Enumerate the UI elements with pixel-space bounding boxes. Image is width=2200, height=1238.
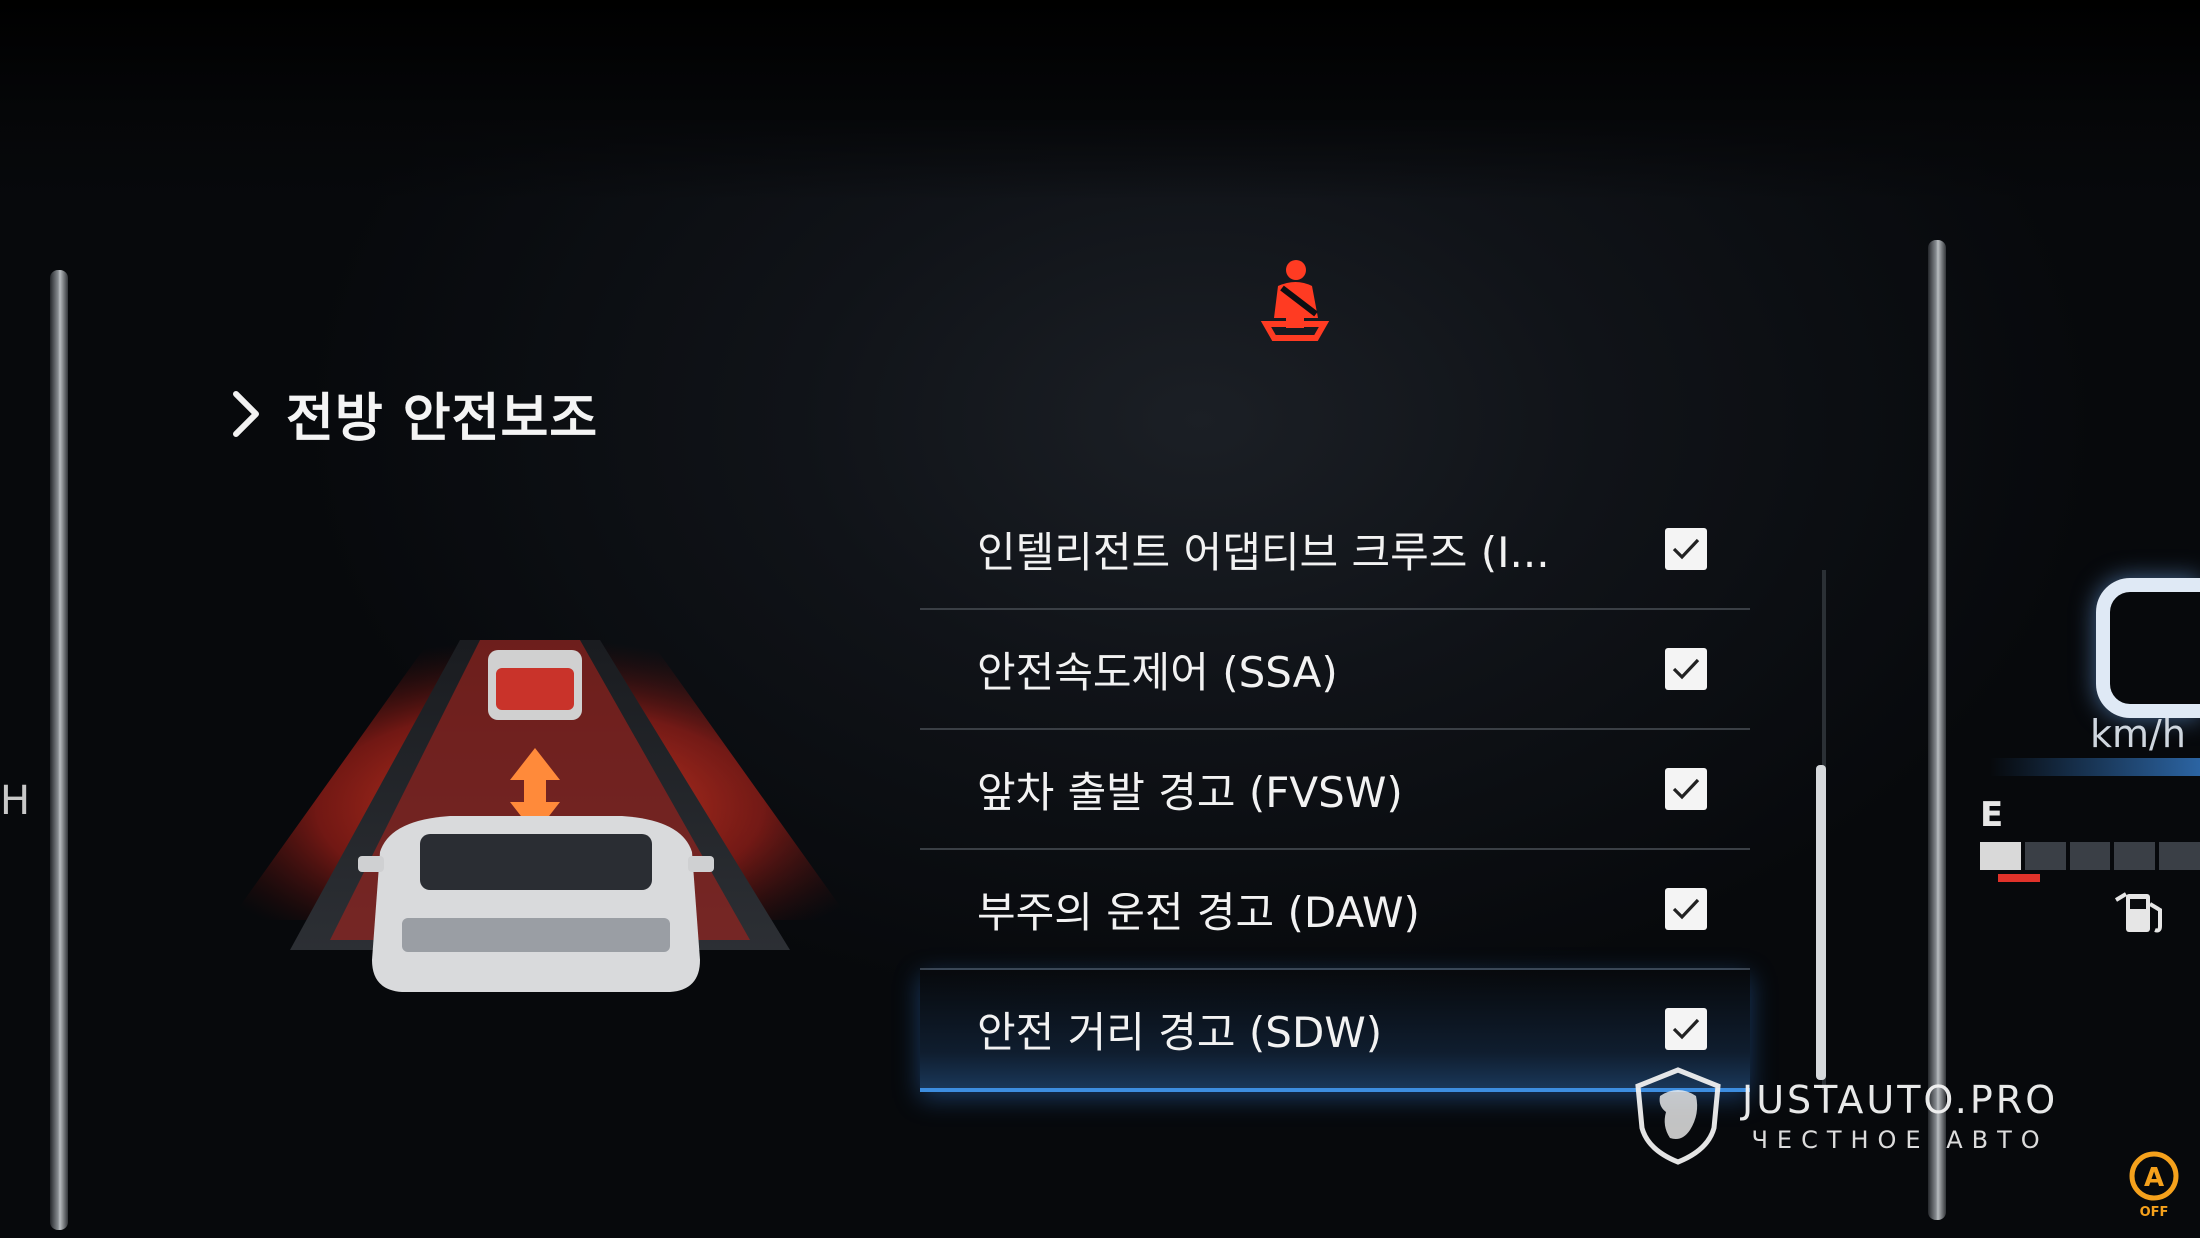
cluster-screen: [0, 120, 2200, 1238]
watermark-subtitle: ЧЕСТНОЕ АВТО: [1751, 1126, 2049, 1154]
svg-text:OFF: OFF: [2140, 1205, 2169, 1220]
auto-hold-off-icon: A OFF: [2129, 1151, 2179, 1220]
setting-label: 앞차 출발 경고 (FVSW): [977, 767, 1403, 817]
left-screen-divider: [50, 270, 68, 1230]
setting-row-daw[interactable]: 부주의 운전 경고 (DAW): [920, 850, 1750, 970]
setting-checkbox[interactable]: [1665, 888, 1707, 930]
fuel-gauge: [1980, 842, 2200, 870]
breadcrumb[interactable]: 전방 안전보조: [228, 376, 598, 451]
setting-label: 안전속도제어 (SSA): [977, 647, 1338, 697]
checkmark-icon: [1672, 898, 1700, 920]
setting-label: 안전 거리 경고 (SDW): [977, 1007, 1383, 1057]
setting-row-ssa[interactable]: 안전속도제어 (SSA): [920, 610, 1750, 730]
setting-checkbox[interactable]: [1665, 1008, 1707, 1050]
setting-label: 부주의 운전 경고 (DAW): [977, 887, 1420, 937]
right-screen-divider: [1928, 240, 1946, 1220]
setting-row-iacc[interactable]: 인텔리전트 어댑티브 크루즈 (I...: [920, 490, 1750, 610]
speed-unit: km/h: [2090, 712, 2186, 756]
checkmark-icon: [1672, 778, 1700, 800]
setting-label: 인텔리전트 어댑티브 크루즈 (I...: [977, 527, 1550, 577]
scrollbar-thumb[interactable]: [1816, 765, 1826, 1080]
speed-readout: [2096, 578, 2200, 718]
left-panel-edge-text: H: [0, 778, 31, 824]
svg-text:A: A: [2144, 1163, 2164, 1193]
setting-checkbox[interactable]: [1665, 528, 1707, 570]
setting-row-fvsw[interactable]: 앞차 출발 경고 (FVSW): [920, 730, 1750, 850]
seatbelt-warning-icon: [1260, 260, 1330, 341]
checkmark-icon: [1672, 658, 1700, 680]
page-title: 전방 안전보조: [286, 389, 599, 449]
fuel-empty-label: E: [1980, 795, 2004, 835]
lion-shield-logo-icon: [1635, 1067, 1721, 1165]
top-bezel: [0, 0, 2200, 200]
setting-checkbox[interactable]: [1665, 648, 1707, 690]
watermark: JUSTAUTO.PRO ЧЕСТНОЕ АВТО: [1630, 1066, 2058, 1166]
fuel-low-indicator: [1998, 874, 2040, 882]
setting-row-sdw[interactable]: 안전 거리 경고 (SDW): [920, 970, 1750, 1092]
settings-list: 인텔리전트 어댑티브 크루즈 (I... 안전속도제어 (SSA) 앞차 출발 …: [920, 490, 1750, 1092]
forward-safety-illustration: [230, 640, 850, 992]
checkmark-icon: [1672, 1018, 1700, 1040]
fuel-pump-icon: [2114, 892, 2162, 933]
watermark-title: JUSTAUTO.PRO: [1742, 1078, 2059, 1122]
checkmark-icon: [1672, 538, 1700, 560]
setting-checkbox[interactable]: [1665, 768, 1707, 810]
chevron-right-icon: [233, 390, 259, 437]
gauge-accent-line: [1990, 758, 2200, 776]
